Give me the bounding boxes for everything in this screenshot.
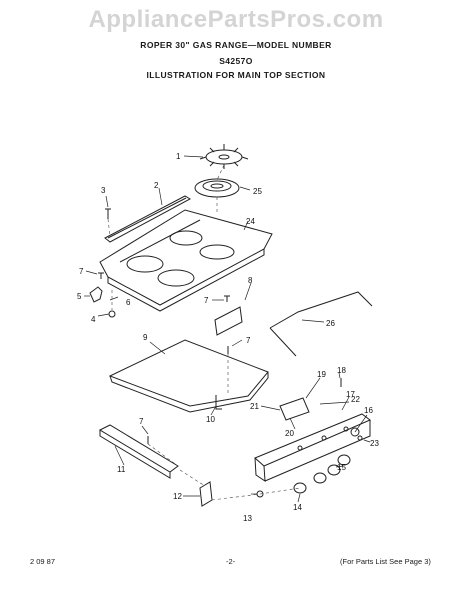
callout-label: 16 [364, 406, 373, 415]
callout-label: 13 [243, 514, 252, 523]
callout-label: 7 [79, 267, 84, 276]
callout-label: 3 [101, 186, 106, 195]
part-valve-bracket [279, 397, 310, 421]
callout-label: 8 [248, 276, 253, 285]
part-wire-26 [269, 291, 373, 357]
callout-label: 10 [206, 415, 215, 424]
part-manifold-17 [254, 413, 371, 482]
part-main-top [99, 209, 273, 312]
footer-note: (For Parts List See Page 3) [340, 557, 431, 566]
part-backguard-strip [104, 195, 192, 243]
callout-label: 23 [370, 439, 379, 448]
callout-label: 6 [126, 298, 131, 307]
part-knob-16 [350, 427, 360, 437]
part-bracket-left [89, 286, 103, 303]
part-washer-4 [108, 310, 116, 318]
callout-label: 7 [246, 336, 251, 345]
callout-label: 25 [253, 187, 262, 196]
callout-label: 21 [250, 402, 259, 411]
part-burner-ring [194, 178, 240, 198]
callout-label: 26 [326, 319, 335, 328]
part-screw-23 [357, 435, 363, 441]
part-screw-7b [224, 295, 230, 302]
dashed-assembly-lines [107, 164, 301, 501]
diagram-subtitle: ILLUSTRATION FOR MAIN TOP SECTION [146, 70, 326, 80]
footer-date: 2 09 87 [30, 557, 56, 566]
part-bracket-8 [214, 306, 243, 336]
callout-label: 5 [77, 292, 82, 301]
callout-label: 1 [176, 152, 181, 161]
part-knobs [293, 454, 351, 494]
callout-label: 19 [317, 370, 326, 379]
leader-lines [84, 155, 371, 503]
callout-label: 7 [139, 417, 144, 426]
diagram-title: ROPER 30" GAS RANGE—MODEL NUMBER [140, 40, 332, 50]
callout-label: 7 [204, 296, 209, 305]
part-screw-3 [105, 208, 111, 219]
callout-label: 24 [246, 217, 255, 226]
part-burner-cap [199, 144, 249, 169]
callout-label: 9 [143, 333, 148, 342]
callout-label: 17 [346, 390, 355, 399]
callout-label: 22 [351, 395, 360, 404]
footer-page-number: -2- [226, 557, 236, 566]
part-bracket-12 [199, 481, 213, 507]
watermark: AppliancePartsPros.com [88, 6, 384, 33]
callout-label: 14 [293, 503, 302, 512]
part-channel-11 [98, 424, 179, 479]
callout-labels: 1 2 3 4 5 6 7 7 7 7 8 9 10 11 12 13 14 1… [77, 152, 379, 523]
model-number: S4257O [219, 56, 253, 66]
callout-label: 20 [285, 429, 294, 438]
callout-label: 11 [117, 465, 126, 474]
part-burner-box [108, 339, 269, 413]
callout-label: 12 [173, 492, 182, 501]
callout-label: 15 [337, 463, 346, 472]
part-screw-7a [98, 272, 104, 279]
callout-label: 4 [91, 315, 96, 324]
callout-label: 18 [337, 366, 346, 375]
callout-label: 2 [154, 181, 159, 190]
